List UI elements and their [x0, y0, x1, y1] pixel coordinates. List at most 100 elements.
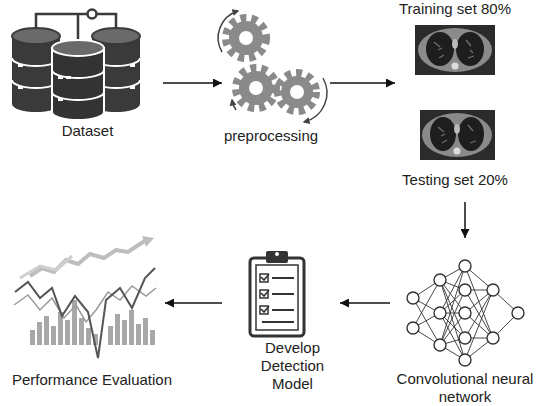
ct-scan-image-part	[454, 124, 460, 134]
neural-network-icon-part	[434, 274, 446, 286]
flow-arrow	[340, 302, 390, 304]
gears-icon-part	[304, 78, 327, 122]
neural-network-icon-part	[487, 284, 499, 296]
clipboard-icon-part	[256, 265, 298, 330]
chart-icon-part	[37, 322, 42, 345]
chart-icon-part	[20, 256, 72, 278]
gears-icon-part	[236, 68, 276, 108]
gears-icon	[218, 11, 327, 122]
stage-node: Dataset	[12, 0, 163, 140]
stage-caption: Develop Detection Model	[245, 339, 340, 393]
chart-icon-part	[136, 324, 141, 345]
stage-caption: Training set 80%	[399, 0, 511, 18]
chart-icon-part	[79, 318, 84, 345]
chart-icon-part	[30, 300, 155, 345]
stage-node: preprocessing	[222, 5, 320, 145]
chart-icon-part	[44, 316, 49, 345]
chart-icon-part	[86, 328, 91, 345]
ct-scan-image	[420, 110, 495, 160]
neural-network-icon-part	[407, 322, 419, 334]
stage-caption: preprocessing	[224, 127, 318, 145]
gears-icon-part	[278, 73, 316, 111]
database-icon-part	[52, 70, 104, 100]
database-icon	[12, 10, 140, 121]
chart-icon-part	[142, 236, 154, 247]
neural-network-icon	[407, 260, 524, 366]
ct-scan-image	[415, 25, 495, 75]
database-icon-part	[52, 48, 104, 112]
database-icon-part	[58, 76, 63, 79]
neural-network-icon-part	[459, 354, 471, 366]
ct-scan-image-part	[452, 39, 458, 49]
gears-icon-part	[290, 85, 304, 99]
clipboard-icon	[250, 251, 304, 336]
chart-icon-part	[30, 330, 35, 345]
stage-node: Training set 80%	[395, 0, 515, 80]
gears-icon-part	[239, 71, 273, 105]
stage-caption: Convolutional neural network	[390, 370, 540, 406]
neural-network-icon-part	[512, 307, 524, 319]
gears-icon-part	[229, 21, 263, 55]
gears-icon-part	[239, 31, 253, 45]
ct-scan-image-part	[434, 40, 474, 58]
neural-network-icon-part	[459, 284, 471, 296]
database-icon-part	[52, 40, 104, 56]
database-icon-part	[53, 100, 103, 112]
database-icon-part	[66, 76, 71, 79]
gears-icon-part	[232, 100, 236, 110]
stage-node: Testing set 20%	[395, 105, 515, 189]
flow-arrow	[330, 82, 395, 84]
ct-scan-image-part	[422, 113, 492, 157]
neural-network-icon-part	[434, 339, 446, 351]
gears-icon-part	[218, 11, 238, 52]
database-icon-part	[18, 86, 23, 89]
stage-caption: Testing set 20%	[402, 171, 508, 189]
neural-network-icon-part	[407, 260, 524, 366]
neural-network-icon-part	[459, 307, 471, 319]
chart-icon	[14, 236, 156, 358]
stage-node: Performance Evaluation	[19, 248, 165, 389]
neural-network-icon-part	[487, 332, 499, 344]
gears-icon-part	[281, 76, 313, 108]
neural-network-icon-part	[407, 292, 419, 304]
clipboard-icon-part	[261, 274, 269, 312]
ct-scan-image-part	[458, 117, 484, 151]
ct-scan-image-part	[415, 25, 495, 75]
database-icon-part	[58, 98, 63, 101]
ct-scan-image-part	[438, 125, 476, 143]
chart-icon-part	[15, 268, 155, 358]
chart-icon-part	[108, 326, 113, 345]
ct-scan-image-part	[418, 28, 492, 72]
gears-icon-part	[249, 81, 263, 95]
ct-scan-image-part	[456, 32, 484, 66]
neural-network-icon-part	[434, 307, 446, 319]
stage-caption: Dataset	[62, 122, 114, 140]
database-icon-part	[92, 28, 140, 44]
chart-icon-part	[122, 320, 127, 345]
database-icon-part	[130, 64, 135, 67]
chart-icon-part	[51, 326, 56, 345]
gears-icon-part	[226, 18, 266, 58]
clipboard-icon-part	[262, 278, 294, 322]
flow-arrow	[163, 82, 222, 84]
stage-caption: Performance Evaluation	[12, 371, 172, 389]
chart-icon-part	[150, 330, 155, 345]
chart-icon-part	[30, 240, 146, 276]
flow-arrow	[464, 202, 466, 238]
neural-network-icon-part	[459, 332, 471, 344]
chart-icon-part	[143, 318, 148, 345]
database-icon-part	[18, 64, 23, 67]
ct-scan-image-part	[430, 117, 456, 151]
database-icon-part	[130, 86, 135, 89]
database-icon-part	[12, 28, 60, 44]
stage-node: Convolutional neural network	[390, 238, 540, 406]
chart-icon-part	[129, 310, 134, 345]
chart-icon-part	[65, 320, 70, 345]
neural-network-icon-part	[459, 260, 471, 272]
ct-scan-image-part	[452, 63, 459, 70]
ct-scan-image-part	[420, 110, 495, 160]
chart-icon-part	[115, 314, 120, 345]
clipboard-icon-part	[275, 252, 279, 256]
flow-arrow	[165, 302, 222, 304]
